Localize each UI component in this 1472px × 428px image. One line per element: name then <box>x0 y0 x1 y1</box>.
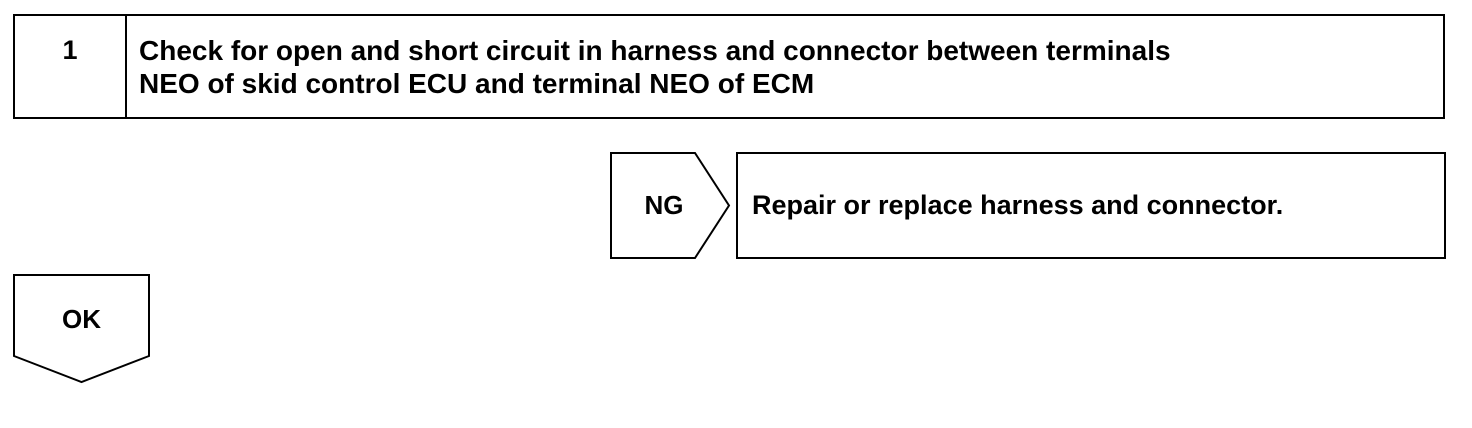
step-title: Check for open and short circuit in harn… <box>127 16 1443 117</box>
step-box: 1 Check for open and short circuit in ha… <box>13 14 1445 119</box>
ok-arrow-shape <box>13 274 150 384</box>
step-number: 1 <box>15 16 127 117</box>
ng-branch-tag: NG <box>610 152 732 259</box>
ng-action-box: Repair or replace harness and connector. <box>736 152 1446 259</box>
ng-label: NG <box>644 190 684 220</box>
ok-label: OK <box>62 304 101 334</box>
step-title-line-1: Check for open and short circuit in harn… <box>139 35 1171 66</box>
step-title-line-2: NEO of skid control ECU and terminal NEO… <box>139 68 815 99</box>
ng-arrow-shape <box>610 152 731 259</box>
ng-action-text: Repair or replace harness and connector. <box>752 190 1284 220</box>
ok-branch-tag: OK <box>13 274 150 384</box>
